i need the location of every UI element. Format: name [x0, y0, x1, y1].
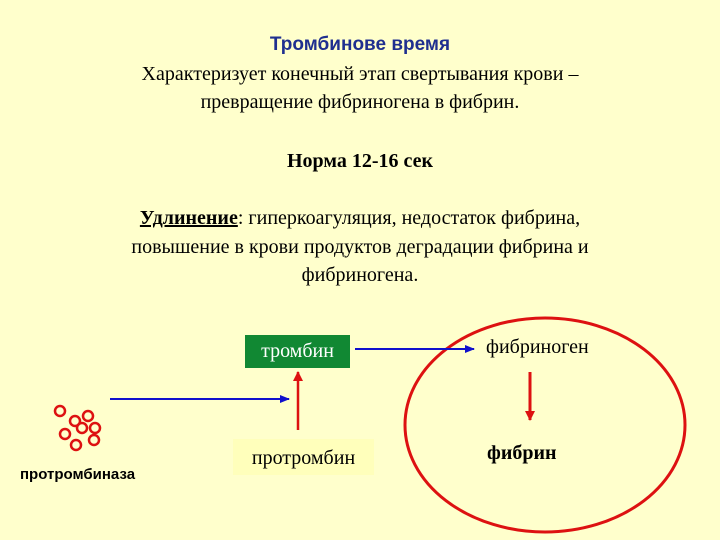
- fibrin-label: фибрин: [487, 442, 557, 464]
- fibrinogen-label: фибриноген: [486, 336, 589, 358]
- description-line-2: превращение фибриногена в фибрин.: [200, 91, 520, 113]
- prothrombin-box: протромбин: [233, 439, 374, 475]
- extension-colon: :: [237, 207, 244, 229]
- extension-line-2: повышение в крови продуктов деградации ф…: [131, 236, 589, 258]
- description-line-1: Характеризует конечный этап свертывания …: [141, 63, 579, 85]
- fibrin-ellipse: [403, 316, 687, 534]
- extension-line-1: Удлинение: гиперкоагуляция, недостаток ф…: [0, 207, 720, 230]
- norma-text: Норма 12-16 сек: [286, 150, 434, 172]
- extension-label: Удлинение: [139, 207, 238, 229]
- thrombin-box: тромбин: [245, 335, 350, 368]
- slide-title: Тромбинове время: [269, 34, 451, 55]
- extension-line-3: фибриногена.: [301, 264, 419, 286]
- prothrombinase-cluster-icon: [53, 404, 102, 452]
- extension-line-1-text: гиперкоагуляция, недостаток фибрина,: [243, 207, 581, 229]
- prothrombinase-label: протромбиназа: [20, 466, 136, 483]
